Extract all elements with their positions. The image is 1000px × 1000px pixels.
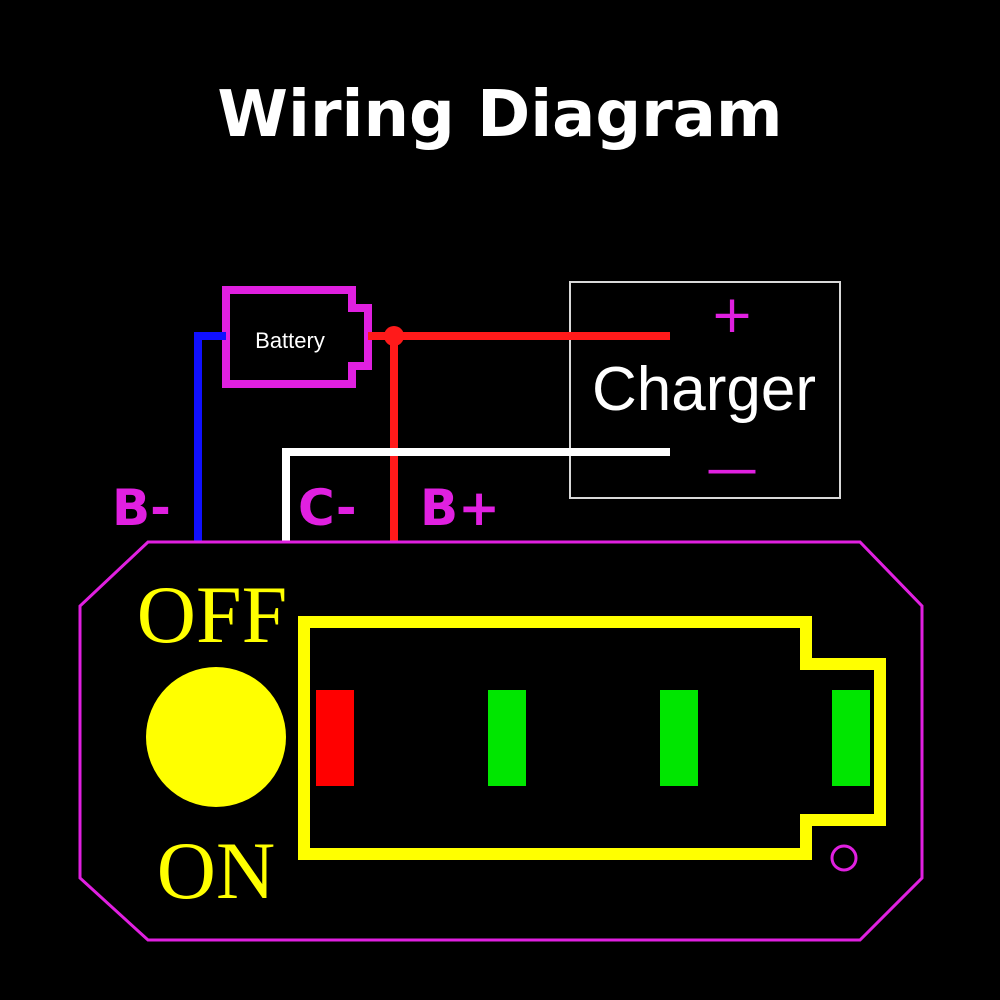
wire-b-minus <box>194 332 226 542</box>
battery-component: Battery <box>222 286 372 388</box>
battery-level-segments <box>316 690 870 786</box>
pin-label-c-minus: C- <box>298 479 357 537</box>
switch-on-label: ON <box>157 825 275 916</box>
power-switch: OFF ON <box>137 569 287 916</box>
mounting-hole <box>830 844 858 872</box>
board-outline <box>78 540 924 942</box>
charger-outline <box>569 281 841 499</box>
charger-label: Charger <box>592 355 816 424</box>
switch-button <box>146 667 286 807</box>
charger-minus-sign: — <box>706 439 758 499</box>
battery-segment-level-4 <box>832 690 870 786</box>
wire-junction-dot <box>384 326 404 346</box>
battery-segment-level-2 <box>488 690 526 786</box>
battery-segment-level-3 <box>660 690 698 786</box>
page-title: Wiring Diagram <box>217 78 782 152</box>
battery-indicator-outline <box>298 616 886 860</box>
battery-segment-level-1 <box>316 690 354 786</box>
wire-c-minus <box>282 448 670 542</box>
pin-label-b-plus: B+ <box>420 479 500 537</box>
pin-label-b-minus: B- <box>112 479 171 537</box>
charger-plus-sign: + <box>710 285 754 345</box>
battery-label: Battery <box>255 328 325 353</box>
charger-component: Charger + — <box>569 281 841 499</box>
switch-off-label: OFF <box>137 569 287 660</box>
battery-outline <box>222 286 372 388</box>
